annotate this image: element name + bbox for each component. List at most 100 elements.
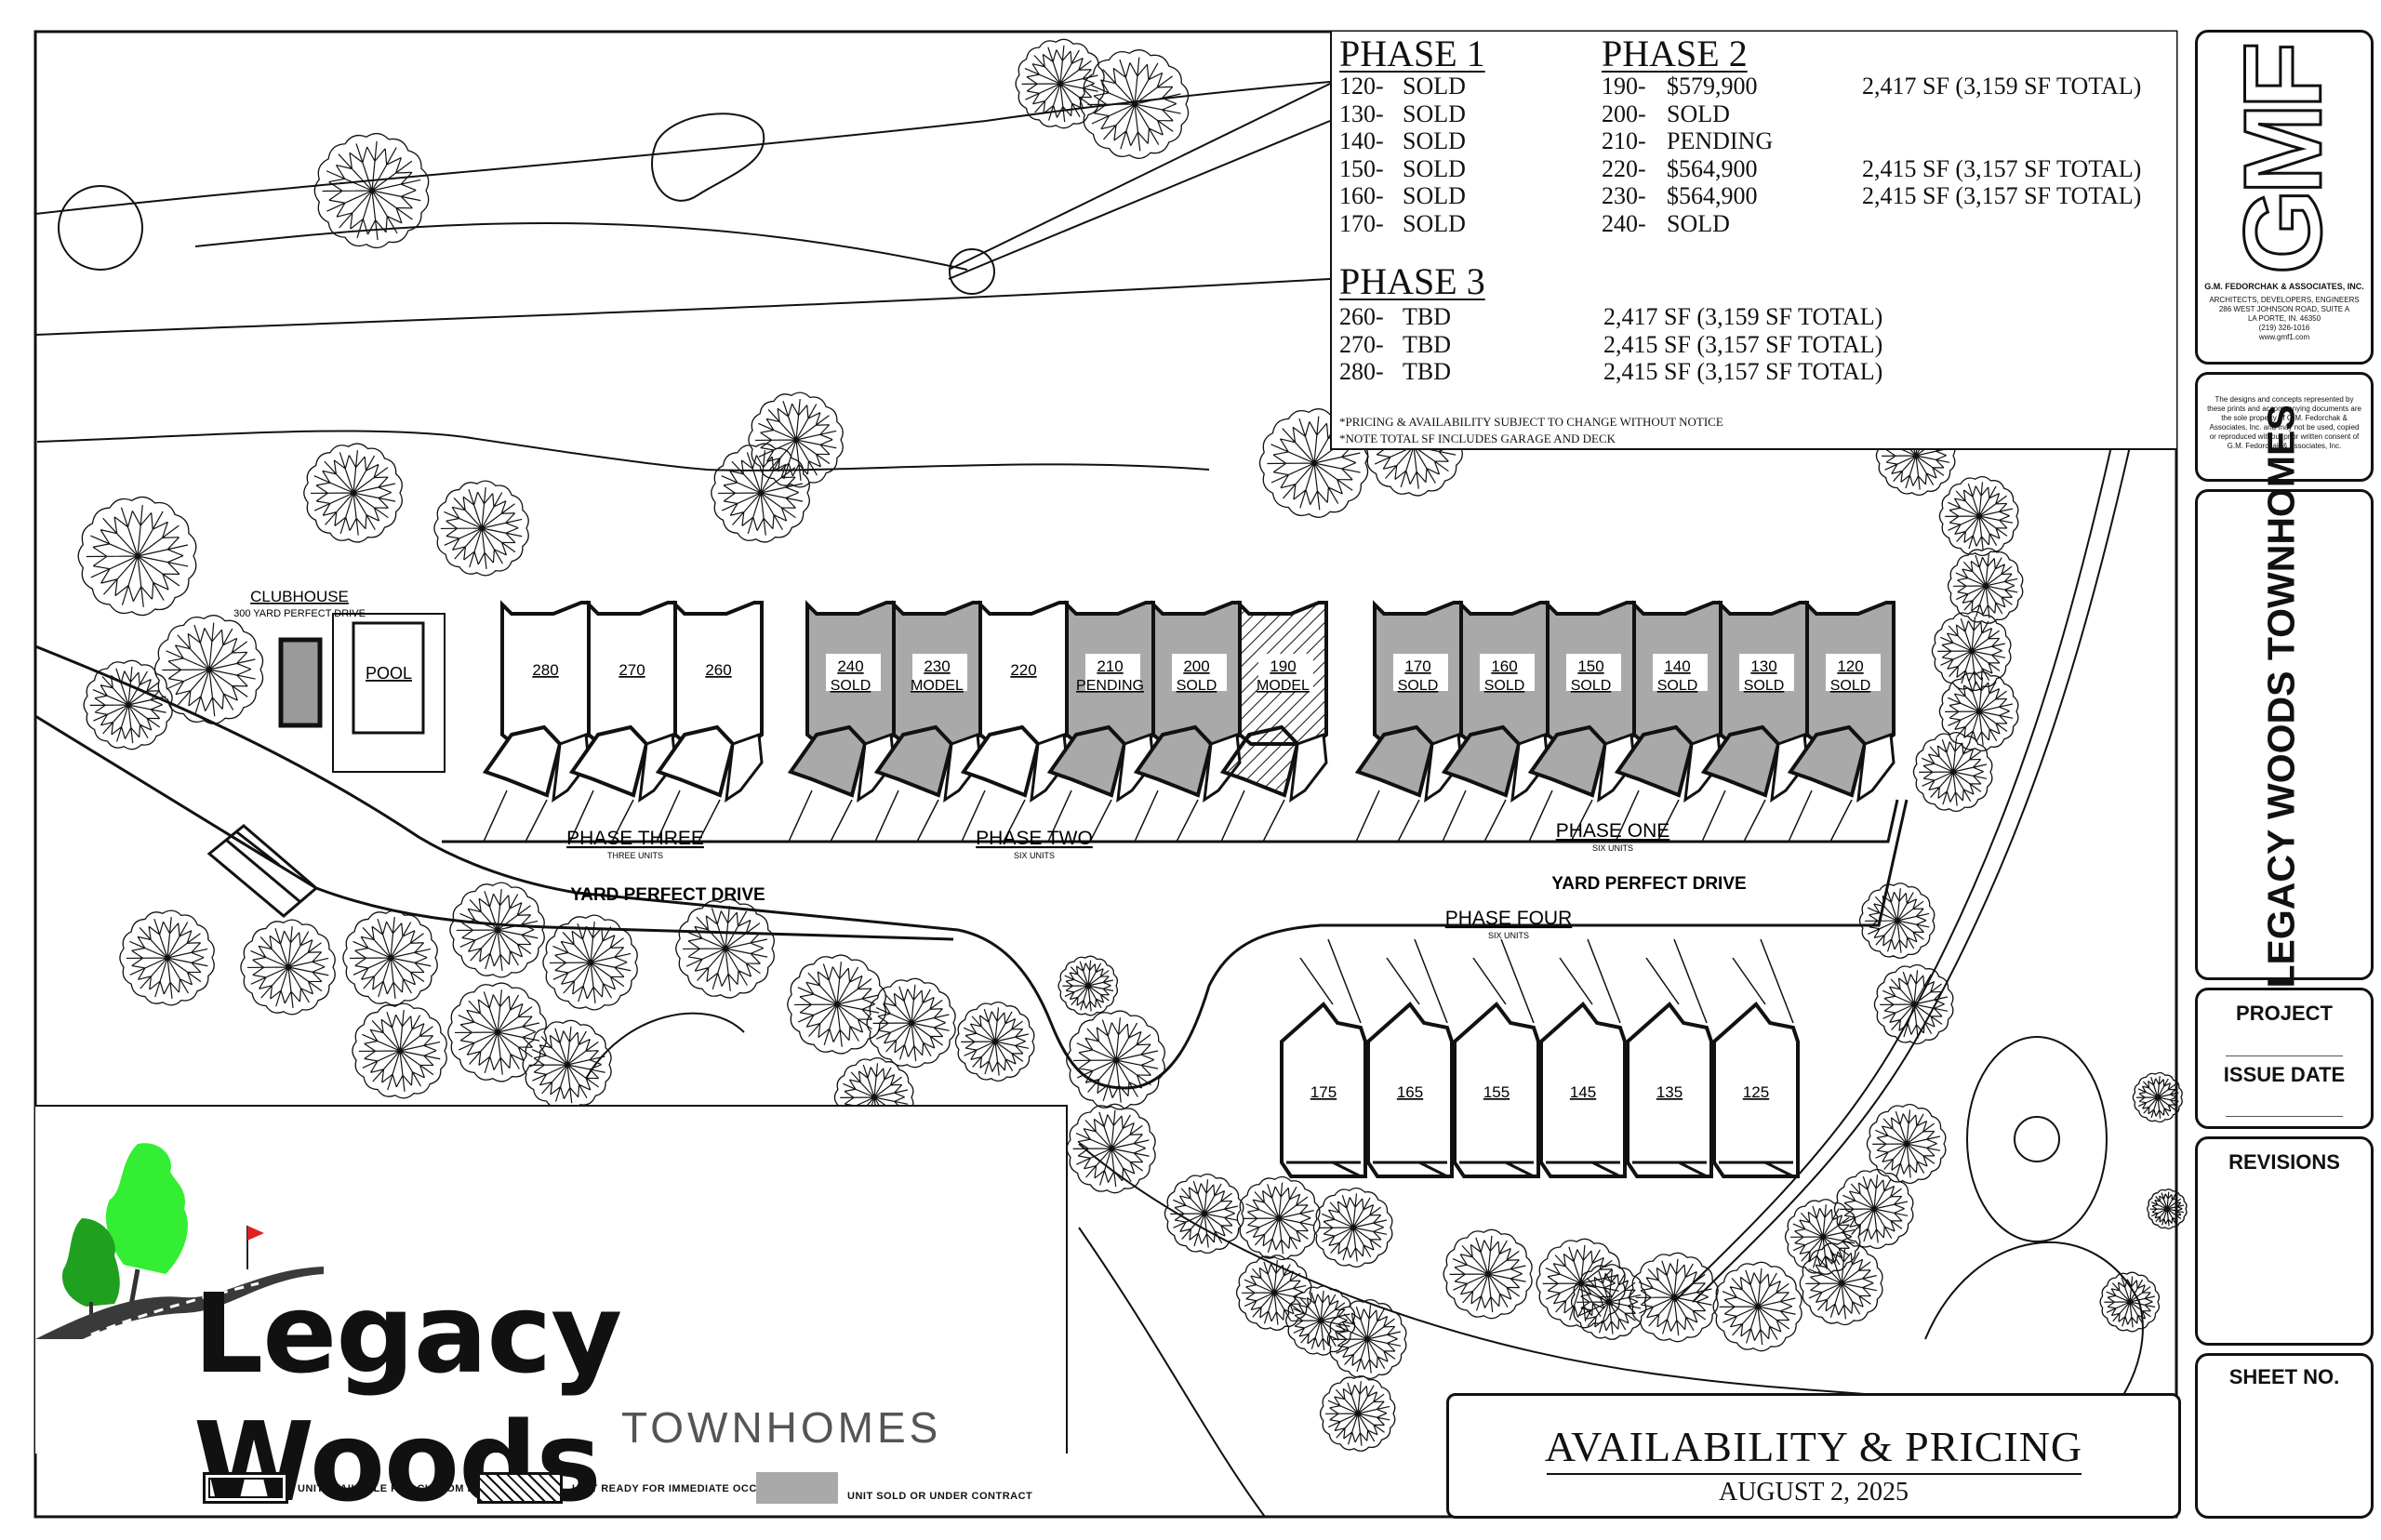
unit-135[interactable]: 135 [1626,938,1713,1178]
tree-icon [1712,1261,1802,1352]
tree-icon [1235,1255,1312,1331]
clubhouse-building [278,637,323,728]
tree-icon [1057,955,1119,1016]
unit-number: 165 [1397,1083,1423,1101]
tree-icon [542,914,638,1011]
unit-270[interactable]: 270 [568,600,677,843]
unit-number: 270 [619,661,645,679]
phase3-status: TBD [1403,330,1451,358]
unit-220[interactable]: 220 [960,600,1069,843]
unit-number: 125 [1743,1083,1769,1101]
phase1-status: SOLD [1403,154,1466,182]
unit-number: 210 [1097,657,1123,675]
phase2-unit: 200- [1602,100,1646,127]
tree-icon [1319,1375,1396,1452]
logo-subtitle: TOWNHOMES [621,1403,942,1452]
unit-125[interactable]: 125 [1712,938,1800,1178]
disclaimer-block: The designs and concepts represented by … [2195,372,2374,482]
phase1-unit: 120- [1339,73,1384,100]
disclaimer: The designs and concepts represented by … [2207,395,2361,450]
project-issue-block: PROJECT ISSUE DATE [2195,988,2374,1129]
phase1-unit: 150- [1339,154,1384,182]
sheet-title: AVAILABILITY & PRICING [1544,1423,2083,1470]
unit-280[interactable]: 280 [482,600,591,843]
unit-number: 145 [1570,1083,1596,1101]
phase1-status: SOLD [1403,127,1466,154]
phase-sublabel: SIX UNITS [1592,843,1633,853]
phase2-unit: 230- [1602,182,1646,209]
unit-status: SOLD [831,678,871,694]
tree-icon [1066,1103,1156,1194]
phase-sublabel: THREE UNITS [607,851,663,860]
phase3-sf: 2,415 SF (3,157 SF TOTAL) [1603,358,1883,385]
unit-number: 280 [532,661,558,679]
unit-number: 130 [1750,657,1776,675]
phase2-sf: 2,415 SF (3,157 SF TOTAL) [1862,154,2142,182]
tree-icon [2132,1071,2183,1123]
issue-date-label: ISSUE DATE [2223,1063,2346,1086]
tree-icon [1873,964,1954,1044]
tree-icon [1833,1169,1914,1249]
unit-number: 150 [1577,657,1603,675]
revisions-block: REVISIONS [2195,1136,2374,1346]
phase2-status: $564,900 [1667,154,1758,182]
tree-icon [119,909,215,1006]
tree-icon [1784,1199,1861,1275]
tree-icon [83,659,173,750]
tree-icon [1947,548,2024,624]
unit-145[interactable]: 145 [1539,938,1627,1178]
phase1-status: SOLD [1403,209,1466,237]
tree-icon [866,977,956,1069]
project-name: LEGACY WOODS TOWNHOMES [2259,405,2303,989]
unit-status: SOLD [1177,678,1217,694]
phase1-unit: 160- [1339,182,1384,209]
unit-number: 170 [1404,657,1430,675]
sheet-number-block: SHEET NO. [2195,1353,2374,1519]
unit-260[interactable]: 260 [655,600,764,843]
firm-line: ARCHITECTS, DEVELOPERS, ENGINEERS [2209,296,2360,304]
unit-number: 120 [1837,657,1863,675]
phase2-unit: 240- [1602,209,1646,237]
phase1-status: SOLD [1403,73,1466,100]
logo-panel: Legacy Woods TOWNHOMES [35,1105,1068,1526]
phase-label: PHASE THREE [566,828,704,849]
tree-icon [447,982,547,1082]
unit-status: SOLD [1484,678,1525,694]
phase3-status: TBD [1403,303,1451,330]
phase2-status: SOLD [1667,209,1730,237]
phase2-status: $564,900 [1667,182,1758,209]
firm-line: LA PORTE, IN. 46350 [2247,314,2321,323]
tree-icon [1312,1188,1393,1268]
parking-stalls [206,824,319,918]
phase3-unit: 270- [1339,330,1384,358]
phase2-sf: 2,417 SF (3,159 SF TOTAL) [1862,73,2142,100]
phase2-status: SOLD [1667,100,1730,127]
unit-status: SOLD [1744,678,1785,694]
phase3-sf: 2,415 SF (3,157 SF TOTAL) [1603,330,1883,358]
tree-small-icon [62,1218,120,1307]
unit-number: 135 [1656,1083,1683,1101]
firm-logo: GMF [2221,46,2347,275]
unit-number: 160 [1491,657,1517,675]
unit-number: 155 [1483,1083,1510,1101]
unit-number: 190 [1270,657,1296,675]
unit-165[interactable]: 165 [1366,938,1454,1178]
unit-155[interactable]: 155 [1453,938,1540,1178]
tree-icon [1066,1010,1165,1110]
pool [352,621,425,735]
tree-icon [748,392,844,488]
unit-175[interactable]: 175 [1280,938,1367,1178]
firm-line: (219) 326-1016 [2258,324,2310,332]
pricing-note: *PRICING & AVAILABILITY SUBJECT TO CHANG… [1339,415,1723,429]
legend-label: UNIT AVAILABLE FOR CUSTOM FINISH [298,1483,504,1494]
